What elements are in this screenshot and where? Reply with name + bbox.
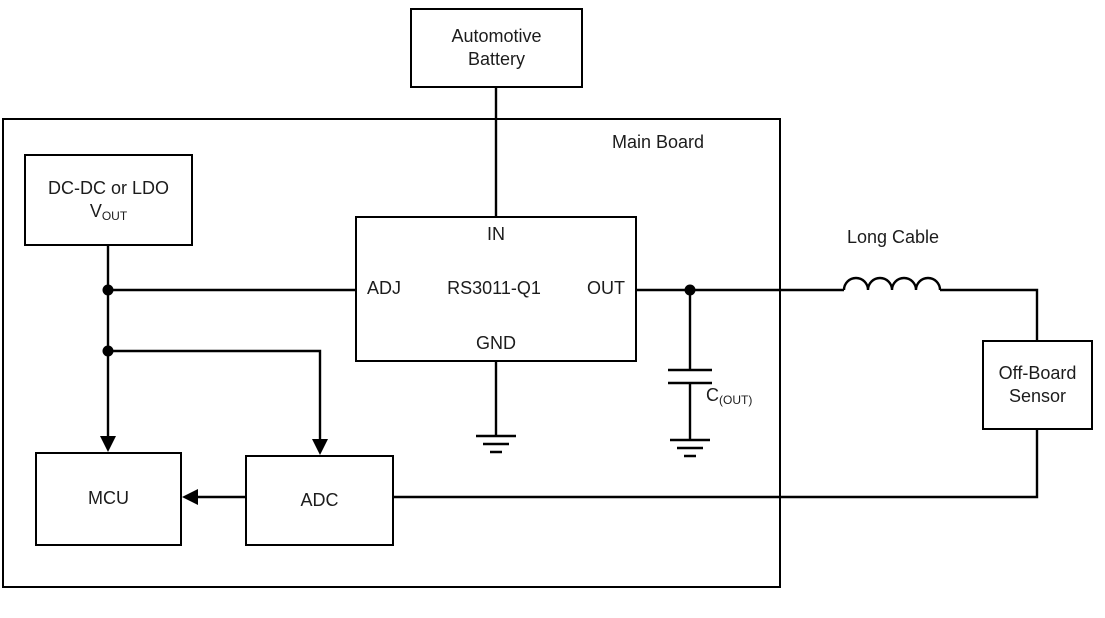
vout-label: VOUT [89,201,128,223]
automotive-battery-block: Automotive Battery [410,8,583,88]
main-board-label: Main Board [612,132,705,152]
sensor-label-line2: Sensor [1008,386,1067,406]
sensor-label-line1: Off-Board [998,362,1077,383]
junction-dot [684,284,696,296]
battery-label-line1: Automotive [451,25,542,46]
cout-label: C(OUT) [706,385,753,407]
part-number-label: RS3011-Q1 [447,278,541,299]
mcu-label: MCU [88,488,129,509]
dcdc-label: DC-DC or LDO [47,177,169,198]
vout-to-adc-wire [108,349,322,441]
long-cable-label: Long Cable [846,227,940,247]
ground-icon [476,434,516,454]
vout-subscript: OUT [101,209,128,223]
adc-label: ADC [300,489,339,510]
cout-subscript: (OUT) [719,393,753,407]
pin-out-label: OUT [586,278,625,299]
main-board-outline [2,118,781,588]
cable-to-sensor-wire [940,288,1039,340]
ground-icon [670,438,710,458]
off-board-sensor-block: Off-Board Sensor [982,340,1093,430]
arrowhead-left-icon [182,489,198,505]
regulator-block: IN ADJ RS3011-Q1 OUT GND [355,216,637,362]
pin-in-label: IN [487,224,505,244]
pin-gnd-label: GND [476,332,516,353]
dcdc-ldo-block: DC-DC or LDO VOUT [24,154,193,246]
sensor-to-adc-wire [394,430,1039,499]
adc-block: ADC [245,455,394,546]
mcu-block: MCU [35,452,182,546]
battery-label-line2: Battery [467,49,526,69]
arrowhead-down-icon [100,436,116,452]
junction-dot [102,284,114,296]
arrowhead-down-icon [312,439,328,455]
regulator-mid-row: ADJ RS3011-Q1 OUT [367,277,625,300]
long-cable-inductor-coil [842,276,942,291]
junction-dot [102,345,114,357]
pin-adj-label: ADJ [367,278,402,299]
